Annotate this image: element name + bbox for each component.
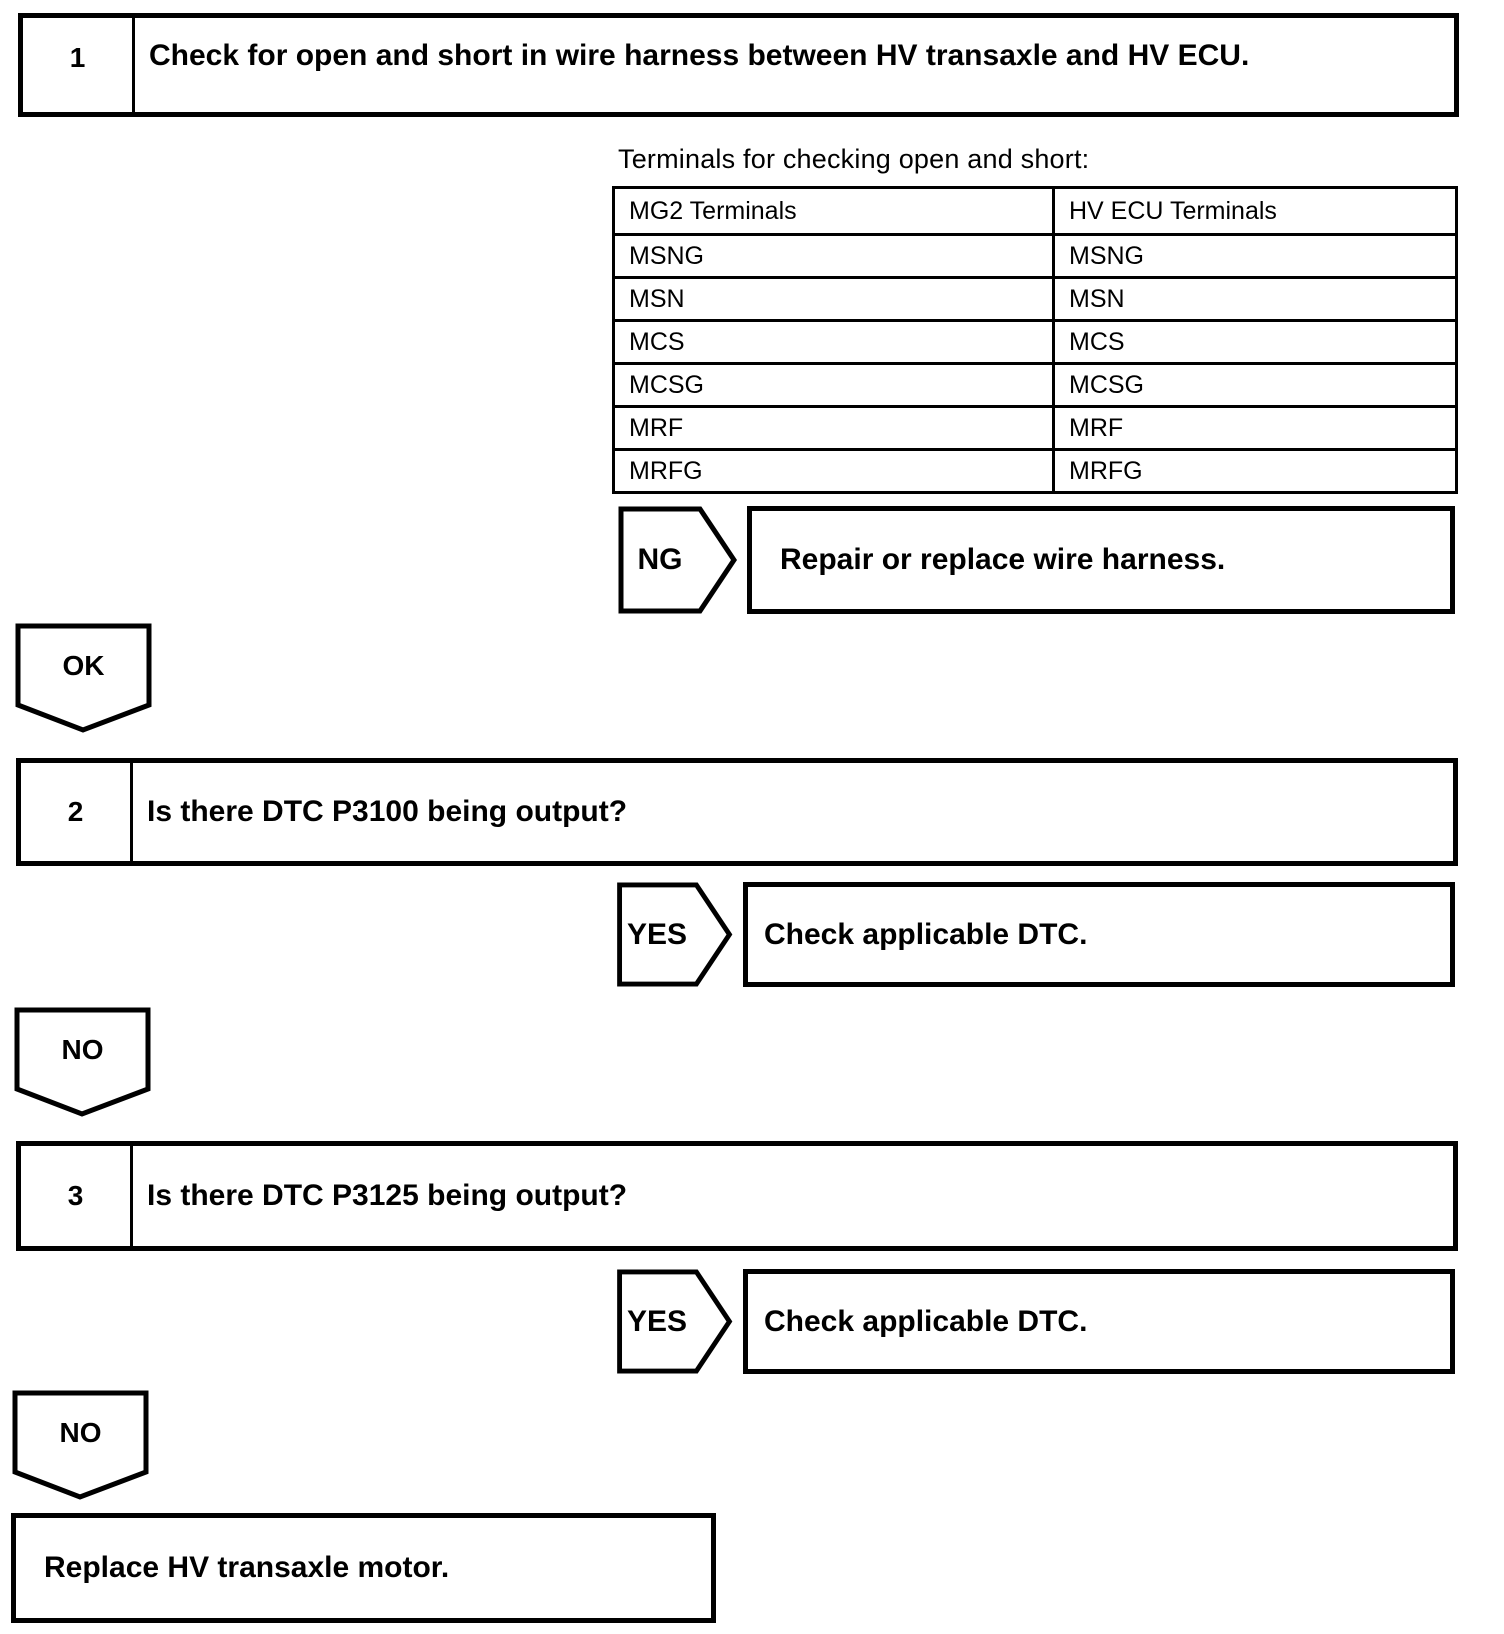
- ng-branch: NG: [618, 506, 738, 614]
- table-row: MSN MSN: [612, 276, 1458, 322]
- table-cell: MRFG: [1052, 448, 1458, 494]
- table-row: MCSG MCSG: [612, 362, 1458, 408]
- yes-action-box-step3: Check applicable DTC.: [743, 1269, 1455, 1374]
- table-row: MCS MCS: [612, 319, 1458, 365]
- ng-action-text: Repair or replace wire harness.: [780, 543, 1226, 576]
- final-action-box: Replace HV transaxle motor.: [11, 1513, 716, 1623]
- no-connector-label: NO: [61, 1033, 104, 1065]
- ng-action-box: Repair or replace wire harness.: [747, 506, 1455, 614]
- step-3-number: 3: [21, 1146, 133, 1246]
- ok-connector-label: OK: [62, 649, 105, 681]
- no-connector-label: NO: [59, 1416, 102, 1448]
- table-row: MSNG MSNG: [612, 233, 1458, 279]
- table-caption: Terminals for checking open and short:: [618, 144, 1090, 174]
- ng-branch-label: NG: [637, 543, 683, 576]
- step-3-question: Is there DTC P3125 being output?: [147, 1178, 628, 1212]
- down-arrow-pentagon-icon: [14, 1007, 151, 1117]
- table-cell: MSN: [1052, 276, 1458, 322]
- col-header-mg2: MG2 Terminals: [612, 186, 1055, 236]
- right-arrow-pentagon-icon: [617, 882, 733, 987]
- table-row: MRFG MRFG: [612, 448, 1458, 494]
- table-cell: MCSG: [612, 362, 1055, 408]
- table-cell: MRF: [1052, 405, 1458, 451]
- yes-action-text: Check applicable DTC.: [764, 917, 1088, 951]
- table-cell: MRF: [612, 405, 1055, 451]
- col-header-hv-ecu: HV ECU Terminals: [1052, 186, 1458, 236]
- yes-branch-step3: YES: [615, 1269, 735, 1374]
- table-header-row: MG2 Terminals HV ECU Terminals: [612, 186, 1458, 236]
- no-connector-2: NO: [12, 1390, 149, 1500]
- table-cell: MSNG: [1052, 233, 1458, 279]
- yes-action-text: Check applicable DTC.: [764, 1304, 1088, 1338]
- right-arrow-pentagon-icon: [618, 506, 738, 614]
- table-cell: MCS: [612, 319, 1055, 365]
- table-cell: MCS: [1052, 319, 1458, 365]
- right-arrow-pentagon-icon: [617, 1269, 733, 1374]
- step-1-question: Check for open and short in wire harness…: [149, 39, 1250, 72]
- no-connector-1: NO: [14, 1007, 151, 1117]
- yes-branch-label: YES: [626, 917, 688, 951]
- terminals-table: MG2 Terminals HV ECU Terminals MSNG MSNG…: [612, 186, 1458, 494]
- yes-action-box-step2: Check applicable DTC.: [743, 882, 1455, 987]
- step-2-box: 2 Is there DTC P3100 being output?: [16, 758, 1458, 866]
- step-1-number: 1: [23, 18, 135, 112]
- ok-connector: OK: [15, 623, 152, 733]
- step-2-question: Is there DTC P3100 being output?: [147, 794, 628, 828]
- down-arrow-pentagon-icon: [12, 1390, 149, 1500]
- yes-branch-label: YES: [626, 1304, 688, 1338]
- table-row: MRF MRF: [612, 405, 1458, 451]
- step-3-box: 3 Is there DTC P3125 being output?: [16, 1141, 1458, 1251]
- table-cell: MSNG: [612, 233, 1055, 279]
- down-arrow-pentagon-icon: [15, 623, 152, 733]
- yes-branch-step2: YES: [615, 882, 735, 987]
- final-action-text: Replace HV transaxle motor.: [44, 1551, 450, 1584]
- step-1-box: 1 Check for open and short in wire harne…: [18, 13, 1459, 117]
- step-2-number: 2: [21, 763, 133, 861]
- table-cell: MCSG: [1052, 362, 1458, 408]
- table-cell: MRFG: [612, 448, 1055, 494]
- table-cell: MSN: [612, 276, 1055, 322]
